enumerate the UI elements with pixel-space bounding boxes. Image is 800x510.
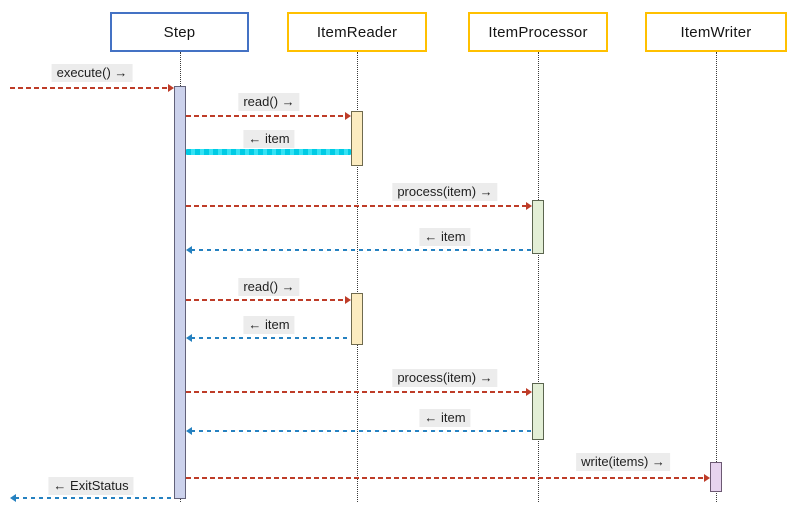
arrow-head-item-return-2 bbox=[186, 246, 192, 254]
arrow-head-item-return-4 bbox=[186, 427, 192, 435]
message-line-item-return-3 bbox=[191, 337, 351, 339]
lifeline-item-reader bbox=[357, 52, 358, 502]
actor-label-item-reader: ItemReader bbox=[316, 23, 398, 41]
activation-bar-item-processor-2 bbox=[532, 200, 544, 254]
message-label-read-2: read() → bbox=[238, 278, 300, 296]
message-line-exit-status bbox=[15, 497, 174, 499]
message-label-process-2: process(item) → bbox=[392, 369, 498, 387]
actor-box-step: Step bbox=[110, 12, 249, 52]
message-line-process-2 bbox=[186, 391, 527, 393]
message-label-exit-status: ← ExitStatus bbox=[48, 477, 134, 495]
message-line-read-1 bbox=[186, 115, 346, 117]
message-line-read-2 bbox=[186, 299, 346, 301]
activation-bar-item-processor-4 bbox=[532, 383, 544, 440]
lifeline-item-processor bbox=[538, 52, 539, 502]
message-label-read-1: read() → bbox=[238, 93, 300, 111]
arrow-head-exit-status bbox=[10, 494, 16, 502]
lifeline-item-writer bbox=[716, 52, 717, 502]
actor-box-item-reader: ItemReader bbox=[287, 12, 427, 52]
message-label-write: write(items) → bbox=[576, 453, 670, 471]
message-line-item-return-2 bbox=[191, 249, 532, 251]
arrow-head-write bbox=[704, 474, 710, 482]
actor-box-item-processor: ItemProcessor bbox=[468, 12, 608, 52]
activation-bar-item-writer-5 bbox=[710, 462, 722, 492]
message-label-process-1: process(item) → bbox=[392, 183, 498, 201]
arrow-head-read-1 bbox=[345, 112, 351, 120]
actor-label-step: Step bbox=[163, 23, 196, 41]
actor-label-item-processor: ItemProcessor bbox=[488, 23, 588, 41]
actor-box-item-writer: ItemWriter bbox=[645, 12, 787, 52]
message-line-execute bbox=[10, 87, 169, 89]
arrow-head-process-1 bbox=[526, 202, 532, 210]
message-label-execute: execute() → bbox=[51, 64, 133, 82]
message-line-item-return-4 bbox=[191, 430, 532, 432]
message-label-item-return-3: ← item bbox=[243, 316, 295, 334]
message-line-write bbox=[186, 477, 705, 479]
arrow-head-item-return-3 bbox=[186, 334, 192, 342]
message-line-process-1 bbox=[186, 205, 527, 207]
actor-label-item-writer: ItemWriter bbox=[680, 23, 752, 41]
message-line-item-return-1 bbox=[186, 149, 351, 155]
arrow-head-process-2 bbox=[526, 388, 532, 396]
arrow-head-execute bbox=[168, 84, 174, 92]
message-label-item-return-2: ← item bbox=[419, 228, 471, 246]
activation-bar-item-reader-3 bbox=[351, 293, 363, 345]
message-label-item-return-1: ← item bbox=[243, 130, 295, 148]
activation-bar-step-0 bbox=[174, 86, 186, 499]
activation-bar-item-reader-1 bbox=[351, 111, 363, 166]
arrow-head-read-2 bbox=[345, 296, 351, 304]
message-label-item-return-4: ← item bbox=[419, 409, 471, 427]
